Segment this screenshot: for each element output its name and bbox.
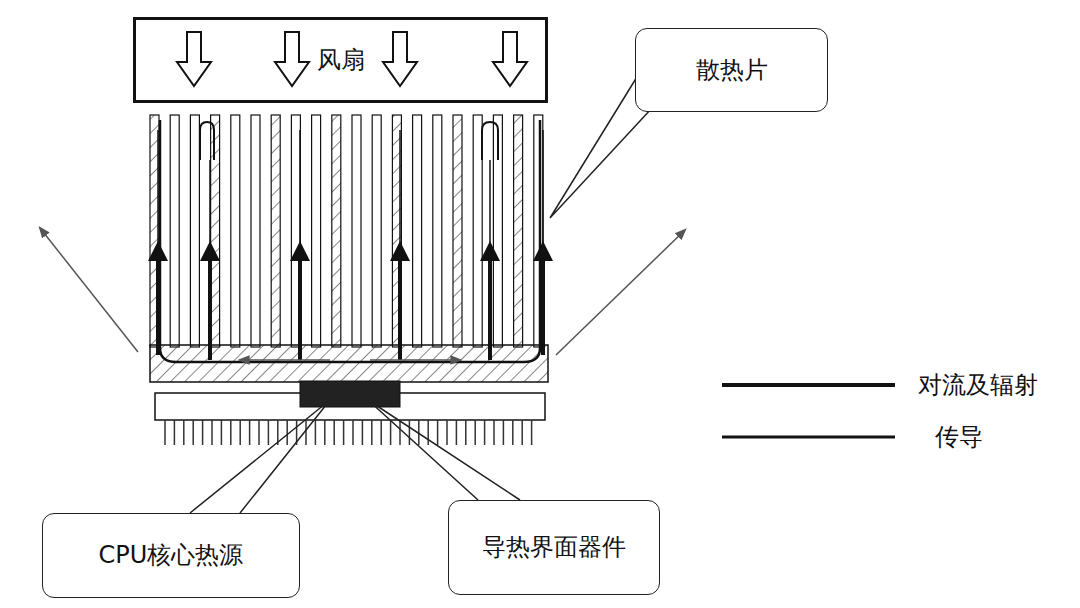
pin xyxy=(268,420,270,445)
callout-box: 导热界面器件 xyxy=(448,500,660,595)
pin xyxy=(521,420,523,445)
legend-text: 对流及辐射 xyxy=(918,369,1038,401)
pin xyxy=(221,420,223,445)
pin xyxy=(503,420,505,445)
pin xyxy=(343,420,345,445)
pin xyxy=(531,420,533,445)
pin xyxy=(183,420,185,445)
pin xyxy=(437,420,439,445)
fin xyxy=(271,115,280,347)
pin xyxy=(362,420,364,445)
fin xyxy=(332,115,341,347)
heat-pipe xyxy=(160,120,540,362)
convection-arrows xyxy=(158,245,543,360)
fin xyxy=(231,115,240,347)
pin xyxy=(315,420,317,445)
node-label: CPU核心热源 xyxy=(99,541,244,570)
outflow-arrows xyxy=(40,228,685,355)
pin xyxy=(249,420,251,445)
pin xyxy=(456,420,458,445)
flow-lines xyxy=(158,130,543,245)
fin xyxy=(312,115,321,347)
pin xyxy=(333,420,335,445)
node-label: 风扇 xyxy=(317,46,365,75)
pin xyxy=(324,420,326,445)
pin xyxy=(305,420,307,445)
callout-box: CPU核心热源 xyxy=(42,513,300,598)
fin xyxy=(170,115,179,347)
fin xyxy=(413,115,422,347)
cpu-core xyxy=(300,381,400,407)
fin xyxy=(473,115,482,347)
fin xyxy=(453,115,462,347)
fin xyxy=(251,115,260,347)
fin xyxy=(190,115,199,347)
pin xyxy=(174,420,176,445)
pin xyxy=(380,420,382,445)
pin xyxy=(446,420,448,445)
legend-text: 传导 xyxy=(935,421,983,453)
pin xyxy=(474,420,476,445)
pin xyxy=(427,420,429,445)
pin xyxy=(230,420,232,445)
cpu-pins xyxy=(165,420,532,445)
pin xyxy=(239,420,241,445)
leader-lines xyxy=(190,72,652,513)
pin xyxy=(512,420,514,445)
pin xyxy=(399,420,401,445)
pin xyxy=(409,420,411,445)
pin xyxy=(211,420,213,445)
pin xyxy=(465,420,467,445)
fin xyxy=(514,115,523,347)
fan-box: 风扇 xyxy=(133,17,548,103)
pin xyxy=(286,420,288,445)
pin xyxy=(493,420,495,445)
pin xyxy=(202,420,204,445)
pin xyxy=(371,420,373,445)
legend-sample-line xyxy=(722,383,895,387)
callout-box: 散热片 xyxy=(635,28,828,112)
pin xyxy=(258,420,260,445)
pin xyxy=(164,420,166,445)
pin xyxy=(484,420,486,445)
fin xyxy=(433,115,442,347)
pin xyxy=(390,420,392,445)
conduction-arrows xyxy=(240,359,460,361)
node-label: 散热片 xyxy=(696,56,768,85)
fin xyxy=(352,115,361,347)
pin xyxy=(192,420,194,445)
airflow-arrows xyxy=(177,32,527,86)
fin xyxy=(372,115,381,347)
node-label: 导热界面器件 xyxy=(482,533,626,562)
legend-sample-line xyxy=(722,436,895,439)
pin xyxy=(352,420,354,445)
